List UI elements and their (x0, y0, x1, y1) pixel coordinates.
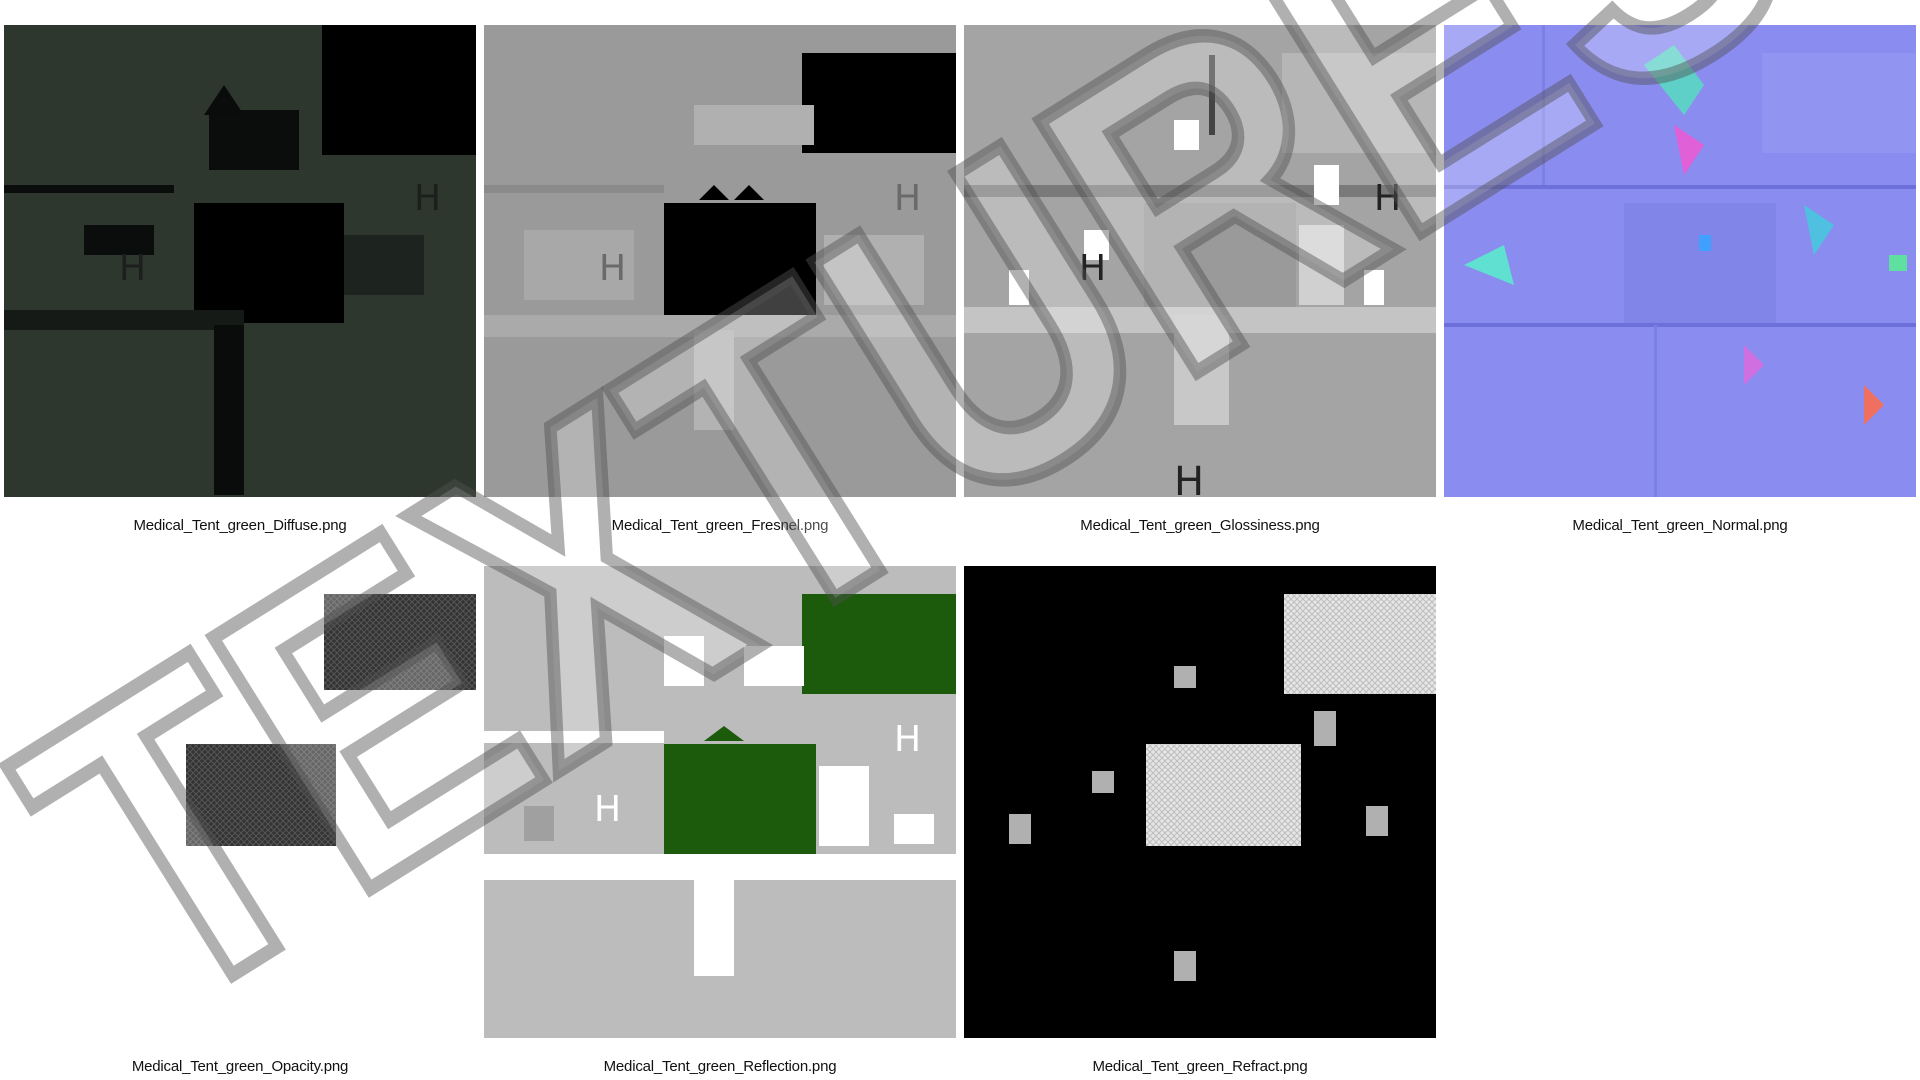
texture-filename: Medical_Tent_green_Reflection.png (603, 1058, 837, 1075)
svg-text:H: H (414, 178, 441, 219)
svg-text:H: H (894, 719, 921, 760)
texture-filename: Medical_Tent_green_Opacity.png (131, 1058, 349, 1075)
texture-filename: Medical_Tent_green_Refract.png (1092, 1058, 1308, 1075)
texture-filename: Medical_Tent_green_Glossiness.png (1080, 517, 1320, 534)
opacity-texture-image (4, 566, 476, 1038)
svg-text:H: H (1174, 459, 1204, 497)
glossiness-texture-image: H H H (964, 25, 1436, 497)
texture-filename: Medical_Tent_green_Normal.png (1572, 517, 1788, 534)
svg-text:H: H (599, 248, 626, 289)
reflection-texture-image: H H (484, 566, 956, 1038)
refract-texture-image (964, 566, 1436, 1038)
diffuse-texture-image: H H (4, 25, 476, 497)
svg-text:H: H (119, 248, 146, 289)
texture-filename: Medical_Tent_green_Diffuse.png (133, 517, 347, 534)
normal-texture-image (1444, 25, 1916, 497)
svg-text:H: H (1374, 178, 1401, 219)
svg-text:H: H (894, 178, 921, 219)
svg-text:H: H (1079, 248, 1106, 289)
fresnel-texture-image: H H (484, 25, 956, 497)
texture-filename: Medical_Tent_green_Fresnel.png (611, 517, 829, 534)
svg-text:H: H (594, 789, 621, 830)
